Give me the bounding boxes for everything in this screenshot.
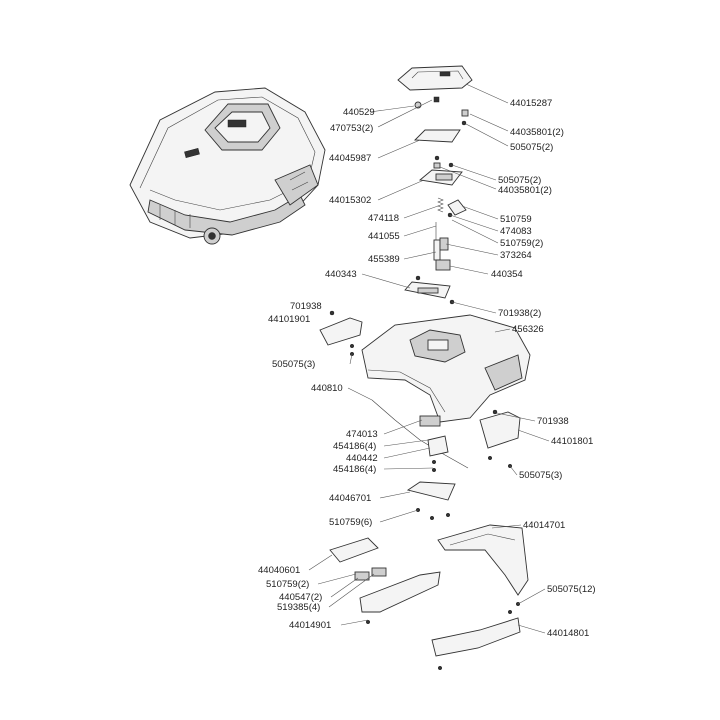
label-440354: 440354 [491,269,523,280]
label-505075-2-b: 505075(2) [498,175,541,186]
label-441055: 441055 [368,231,400,242]
part-number-labels: 440529 470753(2) 44015287 44035801(2) 50… [258,98,596,639]
label-701938-b: 701938 [537,416,569,427]
label-44014801: 44014801 [547,628,589,639]
label-440442: 440442 [346,453,378,464]
exploded-parts [319,65,531,671]
label-505075-3-a: 505075(3) [272,359,315,370]
label-44035801-2-a: 44035801(2) [510,127,564,138]
leader-lines [308,83,550,634]
label-44014701: 44014701 [523,520,565,531]
label-455389: 455389 [368,254,400,265]
label-510759-6: 510759(6) [329,517,372,528]
label-510759: 510759 [500,214,532,225]
label-510759-2-b: 510759(2) [266,579,309,590]
label-44014901: 44014901 [289,620,331,631]
label-440547-2: 440547(2) [279,592,322,603]
label-44035801-2-b: 44035801(2) [498,185,552,196]
label-505075-12: 505075(12) [547,584,596,595]
label-474118: 474118 [368,213,399,224]
label-454186-4-b: 454186(4) [333,464,376,475]
label-701938-2: 701938(2) [498,308,541,319]
label-440810: 440810 [311,383,343,394]
label-44015302: 44015302 [329,195,371,206]
assembled-mower-illustration [129,87,326,245]
label-474013: 474013 [346,429,378,440]
label-44045987: 44045987 [329,153,371,164]
label-373264: 373264 [500,250,532,261]
label-474083: 474083 [500,226,532,237]
label-456326: 456326 [512,324,544,335]
label-470753-2: 470753(2) [330,123,373,134]
label-454186-4-a: 454186(4) [333,441,376,452]
label-505075-2-a: 505075(2) [510,142,553,153]
label-44101901: 44101901 [268,314,310,325]
label-440343: 440343 [325,269,357,280]
label-519385-4: 519385(4) [277,602,320,613]
label-44046701: 44046701 [329,493,371,504]
label-44040601: 44040601 [258,565,300,576]
label-44015287: 44015287 [510,98,552,109]
label-701938-a: 701938 [290,301,322,312]
label-44101801: 44101801 [551,436,593,447]
label-510759-2-a: 510759(2) [500,238,543,249]
label-440529: 440529 [343,107,375,118]
label-505075-3-b: 505075(3) [519,470,562,481]
